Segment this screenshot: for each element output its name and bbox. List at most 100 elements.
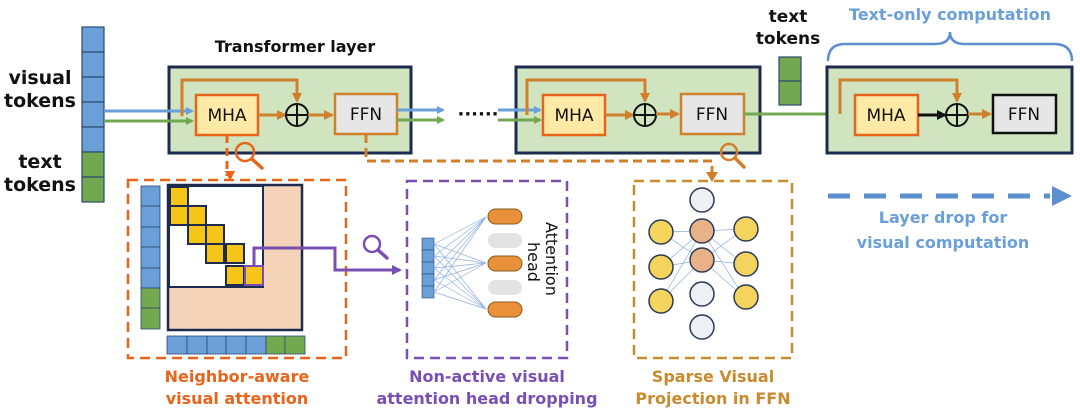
attention-cell: [225, 265, 245, 286]
visual-token: [81, 101, 105, 128]
selected-attention-cell: [244, 265, 264, 286]
mha-label-2: MHA: [554, 106, 593, 126]
mid-text-tokens-label-line2: tokens: [756, 29, 820, 49]
magnifier-icon: [362, 234, 389, 260]
visual-token: [421, 249, 435, 263]
attention-head-label-line2: head: [524, 242, 543, 282]
text-token: [140, 287, 161, 309]
attention-cell: [169, 205, 189, 226]
head-drop-connector: [252, 246, 402, 275]
visual-tokens-label-line1: visual: [8, 67, 71, 89]
transformer-layer-title: Transformer layer: [215, 37, 376, 56]
visual-token: [245, 335, 267, 355]
active-neuron: [689, 218, 715, 244]
residual-connection: [180, 78, 302, 116]
visual-tokens-label-line2: tokens: [4, 90, 76, 112]
attention-cell: [225, 243, 245, 264]
text-tokens-label-line1: text: [18, 151, 61, 173]
visual-token: [140, 205, 161, 228]
add-icon: [285, 103, 309, 127]
text-only-brace: [826, 31, 1074, 62]
active-attention-head: [487, 208, 523, 225]
query-token-column: [140, 185, 161, 330]
input-token-column: [81, 26, 105, 203]
attention-cell: [169, 186, 189, 207]
head-connections: [433, 216, 487, 310]
visual-token: [81, 51, 105, 78]
mha-block-3: [853, 93, 920, 137]
active-attention-head: [487, 255, 523, 272]
sparse-ffn-panel: [632, 179, 794, 360]
active-neuron: [689, 247, 715, 273]
visual-token: [421, 285, 435, 299]
head-input-tokens: [421, 237, 435, 299]
text-token: [265, 335, 286, 355]
mid-text-tokens-label-line1: text: [769, 7, 808, 27]
visual-token: [81, 126, 105, 153]
mha-block: [194, 93, 260, 137]
visual-token: [186, 335, 208, 355]
text-token: [778, 56, 802, 82]
sparse-ffn-caption-line2: Projection in FFN: [635, 389, 790, 408]
visual-token: [206, 335, 227, 355]
neighbor-caption-line1: Neighbor-aware: [165, 367, 310, 386]
residual-connection-2: [525, 78, 650, 115]
magnifier-icon: [234, 141, 264, 170]
ffn-label: FFN: [350, 105, 382, 125]
neighbor-caption-line2: visual attention: [166, 389, 309, 408]
visual-token: [140, 185, 161, 207]
visual-token: [421, 273, 435, 287]
text-token: [778, 80, 802, 106]
visual-token: [81, 76, 105, 103]
residual-connection-3: [838, 78, 962, 114]
output-neuron: [733, 216, 759, 242]
input-neuron: [648, 254, 674, 280]
attention-cell: [187, 205, 207, 226]
magnifier-icon: [719, 142, 746, 169]
attention-cell: [187, 224, 207, 245]
neighbor-attention-cells: [169, 186, 245, 286]
text-token: [140, 307, 161, 330]
attention-cell: [205, 224, 225, 245]
visual-token: [421, 261, 435, 275]
layer-drop-arrowhead-icon: [1052, 186, 1072, 206]
inactive-neuron: [689, 314, 715, 340]
visual-token: [421, 237, 435, 251]
output-neuron: [733, 284, 759, 310]
visual-token: [140, 226, 161, 248]
ffn-label-3: FFN: [1008, 105, 1040, 125]
output-neuron: [733, 251, 759, 277]
visual-token: [166, 335, 188, 355]
input-neuron: [648, 288, 674, 314]
head-drop-caption-line2: attention head dropping: [376, 389, 597, 408]
layer-drop-label-line2: visual computation: [857, 233, 1030, 252]
mha-label: MHA: [207, 106, 246, 126]
text-tokens-label-line2: tokens: [4, 174, 76, 196]
sparse-ffn-caption-line1: Sparse Visual: [652, 367, 774, 386]
attention-cell: [205, 243, 225, 264]
layer-drop-label-line1: Layer drop for: [879, 208, 1008, 227]
key-token-row: [166, 335, 306, 355]
mha-block-2: [541, 93, 607, 137]
inactive-neuron: [689, 187, 715, 213]
visual-token: [225, 335, 247, 355]
inactive-neuron: [689, 281, 715, 307]
attention-head-label-line1: Attention: [542, 222, 561, 296]
sparse-arrowhead-icon: [706, 172, 718, 182]
text-token: [284, 335, 306, 355]
visual-token: [140, 267, 161, 289]
ffn-label-2: FFN: [696, 105, 728, 125]
visual-token: [140, 246, 161, 269]
ffn-block-2: [679, 92, 746, 136]
dropped-attention-head: [488, 233, 522, 248]
add-icon-2: [633, 103, 657, 127]
mha-label-3: MHA: [866, 106, 905, 126]
active-attention-head: [487, 301, 523, 318]
layer-ellipsis: ······: [457, 104, 498, 125]
input-neuron: [648, 219, 674, 245]
visual-token: [81, 26, 105, 53]
dropped-attention-head: [488, 280, 522, 295]
ffn-to-sparse-connector: [364, 134, 714, 176]
text-token: [81, 151, 105, 178]
